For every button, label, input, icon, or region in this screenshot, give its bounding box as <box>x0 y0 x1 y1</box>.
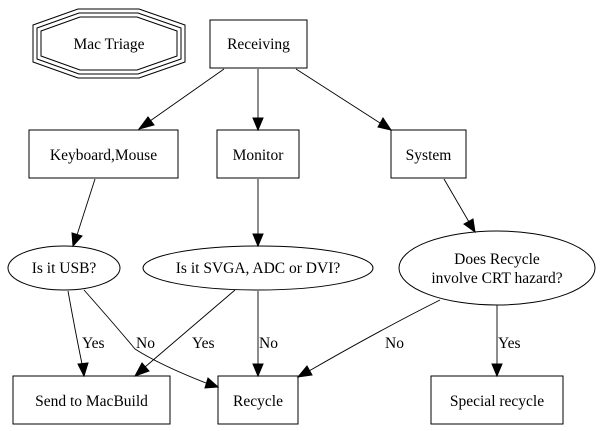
edge-receiving-system <box>295 68 393 131</box>
node-box <box>390 129 467 179</box>
node-receiving: Receiving <box>209 19 308 69</box>
node-is-svga: Is it SVGA, ADC or DVI? <box>142 245 374 291</box>
edge-line <box>83 289 207 384</box>
node-send-macbuild: Send to MacBuild <box>12 375 171 425</box>
node-box <box>209 19 308 69</box>
node-label: Is it SVGA, ADC or DVI? <box>176 260 341 277</box>
node-label-line2: involve CRT hazard? <box>431 270 562 287</box>
edge-usb-yes: Yes <box>67 290 105 378</box>
arrowhead-icon <box>252 117 264 132</box>
edge-line <box>443 178 470 223</box>
node-keyboard-mouse: Keyboard,Mouse <box>28 129 179 179</box>
arrowhead-icon <box>77 362 89 378</box>
node-is-usb: Is it USB? <box>7 245 121 291</box>
edge-receiving-monitor <box>252 69 264 132</box>
node-label: Mac Triage <box>73 36 144 53</box>
node-label: Keyboard,Mouse <box>50 147 157 164</box>
edge-line <box>67 290 83 365</box>
octagon-middle <box>36 12 182 75</box>
arrowhead-icon <box>252 363 264 378</box>
node-special-recycle: Special recycle <box>430 375 564 425</box>
node-system: System <box>390 129 467 179</box>
edge-label: No <box>136 335 155 352</box>
node-label: Send to MacBuild <box>35 393 148 410</box>
octagon-inner <box>40 16 178 71</box>
node-crt-hazard: Does Recycle involve CRT hazard? <box>398 230 596 306</box>
edge-line <box>308 299 441 372</box>
octagon-outer <box>32 8 186 79</box>
arrowhead-icon <box>377 117 393 131</box>
edge-line <box>295 68 381 124</box>
edge-system-crt <box>443 178 476 234</box>
edge-svga-yes: Yes <box>133 289 236 377</box>
arrowhead-icon <box>491 363 503 378</box>
arrowhead-icon <box>204 377 220 389</box>
edge-label: Yes <box>192 335 215 352</box>
node-label: Monitor <box>233 147 285 164</box>
node-mac-triage: Mac Triage <box>32 8 186 79</box>
edge-line <box>144 289 236 368</box>
node-box <box>28 129 179 179</box>
node-label-line1: Does Recycle <box>454 251 540 268</box>
node-label: Recycle <box>233 393 283 410</box>
arrowhead-icon <box>296 365 313 378</box>
node-label: System <box>406 147 452 164</box>
edge-keyboard-usb <box>71 178 96 248</box>
arrowhead-icon <box>252 233 264 248</box>
node-box <box>12 375 171 425</box>
edge-label: Yes <box>82 335 105 352</box>
arrowhead-icon <box>133 362 150 377</box>
edge-line <box>76 178 96 236</box>
arrowhead-icon <box>463 218 476 234</box>
edge-crt-no: No <box>296 299 441 378</box>
edge-usb-no: No <box>83 289 220 389</box>
edge-line <box>149 68 225 122</box>
node-ellipse <box>398 230 596 306</box>
edge-label: No <box>259 335 278 352</box>
arrowhead-icon <box>71 232 83 248</box>
arrowhead-icon <box>137 116 155 130</box>
node-label: Special recycle <box>450 393 544 410</box>
node-label: Receiving <box>227 36 290 53</box>
edge-crt-yes: Yes <box>491 305 521 378</box>
edge-label: Yes <box>498 335 521 352</box>
edge-svga-no: No <box>252 291 278 378</box>
node-monitor: Monitor <box>216 129 300 179</box>
node-recycle: Recycle <box>217 375 299 425</box>
edge-label: No <box>385 335 404 352</box>
node-ellipse <box>7 245 121 291</box>
edge-receiving-keyboard <box>137 68 225 130</box>
node-label: Is it USB? <box>32 260 97 277</box>
edge-monitor-svga <box>252 179 264 248</box>
